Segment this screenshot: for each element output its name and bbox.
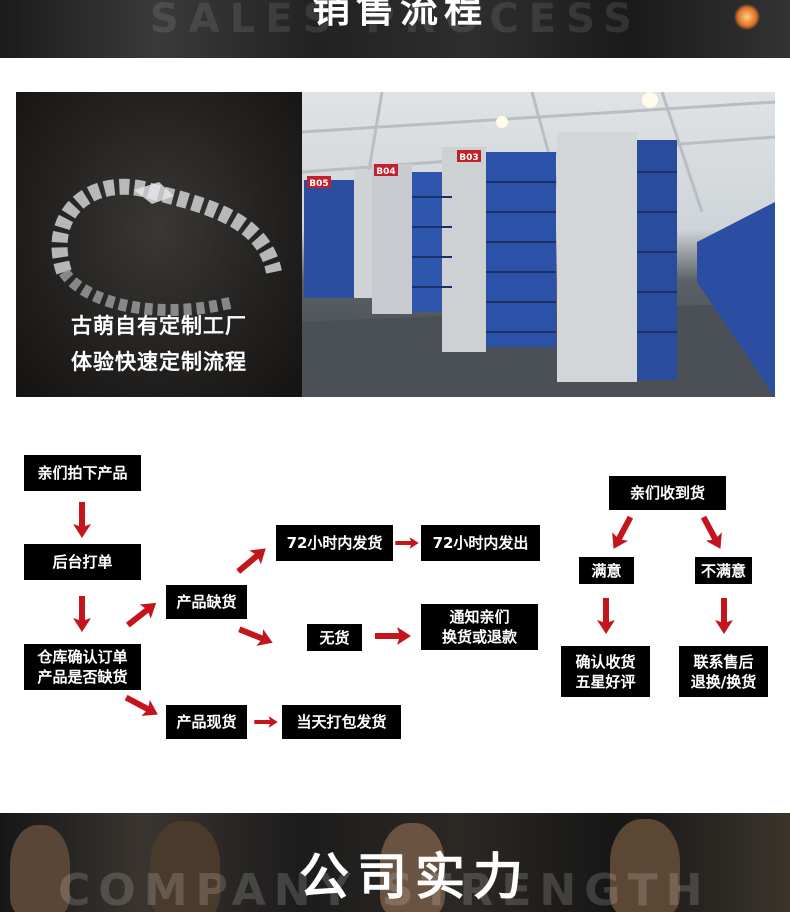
node-out-of-stock-label: 产品缺货 bbox=[176, 593, 237, 611]
node-notify-line1: 通知亲们 bbox=[449, 608, 510, 626]
node-confirm-line1: 确认收货 bbox=[575, 652, 636, 671]
node-notify: 通知亲们 换货或退款 bbox=[421, 604, 538, 650]
person-photo-icon bbox=[610, 819, 680, 912]
node-out-of-stock: 产品缺货 bbox=[166, 585, 247, 619]
node-in-stock: 产品现货 bbox=[166, 705, 247, 739]
arrow-to-ship72-icon bbox=[232, 541, 272, 579]
arrow-to-in-stock-icon bbox=[121, 689, 163, 723]
arrow-to-no-stock-icon bbox=[235, 620, 277, 652]
node-dispatch-72h-label: 72小时内发出 bbox=[432, 534, 529, 552]
node-in-stock-label: 产品现货 bbox=[176, 713, 237, 731]
person-photo-icon bbox=[150, 821, 220, 912]
node-ship-72h: 72小时内发货 bbox=[276, 525, 393, 561]
shelf-label-b03: B03 bbox=[459, 153, 478, 163]
arrow-to-warehouse-icon bbox=[73, 596, 91, 632]
node-contact-line2: 退换/换货 bbox=[690, 672, 757, 691]
bracelet-photo: 古萌自有定制工厂 体验快速定制流程 bbox=[16, 92, 302, 397]
bracelet-caption-line2: 体验快速定制流程 bbox=[71, 350, 247, 374]
node-unsatisfied-label: 不满意 bbox=[700, 561, 746, 580]
node-dispatch-72h: 72小时内发出 bbox=[421, 525, 540, 561]
node-no-stock-label: 无货 bbox=[319, 628, 350, 647]
node-backend-order: 后台打单 bbox=[24, 544, 141, 580]
bottom-banner: COMPANY STRENGTH 公司实力 bbox=[0, 813, 790, 912]
top-banner-title: 销售流程 bbox=[311, 0, 488, 31]
node-warehouse-line2: 产品是否缺货 bbox=[37, 668, 128, 686]
node-backend-order-label: 后台打单 bbox=[52, 553, 113, 571]
node-contact-line1: 联系售后 bbox=[693, 652, 754, 671]
warehouse-photo: B05 B04 B03 bbox=[302, 92, 775, 397]
node-same-day: 当天打包发货 bbox=[282, 705, 401, 739]
arrow-ship72-next-icon bbox=[395, 537, 419, 549]
top-banner: SALES PROCESS 销售流程 bbox=[0, 0, 790, 58]
arrow-to-out-of-stock-icon bbox=[122, 595, 162, 633]
node-no-stock: 无货 bbox=[307, 624, 362, 651]
node-confirm-line2: 五星好评 bbox=[575, 672, 636, 691]
warehouse-shelves-illustration: B05 B04 B03 bbox=[302, 92, 775, 397]
arrow-to-confirm-icon bbox=[597, 598, 615, 634]
node-confirm-receipt: 确认收货 五星好评 bbox=[561, 646, 650, 697]
bottom-banner-ghost-text: COMPANY STRENGTH bbox=[58, 865, 711, 912]
node-satisfied: 满意 bbox=[579, 557, 634, 584]
person-photo-icon bbox=[380, 823, 445, 912]
node-received: 亲们收到货 bbox=[609, 476, 726, 510]
arrow-to-unsatisfied-icon bbox=[695, 512, 729, 554]
node-contact-support: 联系售后 退换/换货 bbox=[679, 646, 768, 697]
bottom-banner-title: 公司实力 bbox=[299, 848, 531, 906]
node-notify-line2: 换货或退款 bbox=[441, 628, 517, 646]
node-ship-72h-label: 72小时内发货 bbox=[286, 534, 383, 552]
stage-light-icon bbox=[734, 4, 760, 30]
top-banner-ghost-text: SALES PROCESS bbox=[150, 0, 642, 42]
node-received-label: 亲们收到货 bbox=[629, 484, 705, 502]
bracelet-caption-line1: 古萌自有定制工厂 bbox=[71, 314, 247, 338]
node-customer-order: 亲们拍下产品 bbox=[24, 455, 141, 491]
arrow-to-backend-icon bbox=[73, 502, 91, 538]
arrow-to-contact-icon bbox=[715, 598, 733, 634]
arrow-to-satisfied-icon bbox=[605, 512, 639, 554]
node-warehouse-line1: 仓库确认订单 bbox=[37, 648, 128, 666]
shelf-label-b04: B04 bbox=[376, 167, 395, 177]
arrow-to-notify-icon bbox=[375, 627, 411, 645]
node-warehouse-check: 仓库确认订单 产品是否缺货 bbox=[24, 644, 141, 690]
node-same-day-label: 当天打包发货 bbox=[296, 713, 387, 731]
shelf-label-b05: B05 bbox=[309, 179, 328, 189]
node-satisfied-label: 满意 bbox=[591, 561, 622, 580]
person-photo-icon bbox=[10, 825, 70, 912]
bracelet-chain-icon bbox=[51, 178, 282, 317]
arrow-to-same-day-icon bbox=[254, 716, 278, 728]
node-customer-order-label: 亲们拍下产品 bbox=[37, 464, 128, 482]
node-unsatisfied: 不满意 bbox=[695, 557, 752, 584]
